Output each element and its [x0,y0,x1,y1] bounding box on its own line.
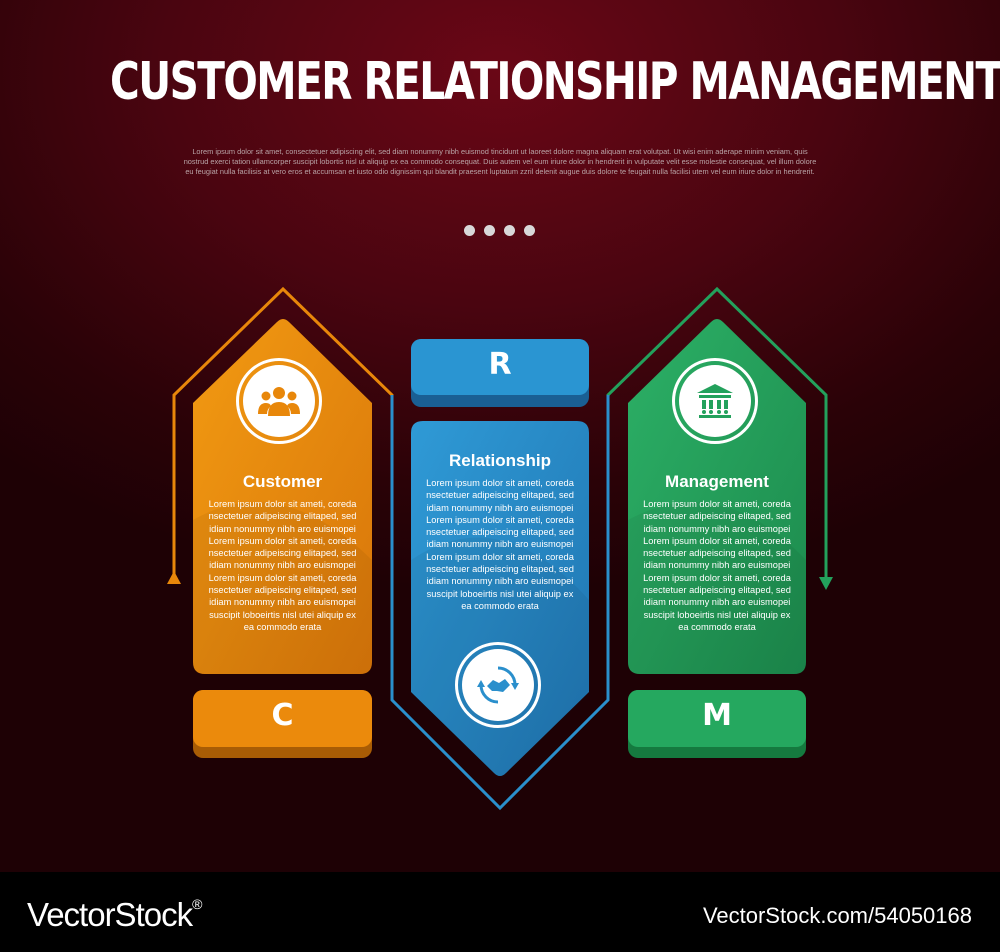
customer-arrow-icon [167,571,181,584]
dot [524,225,535,236]
handshake-cycle-icon [477,666,519,704]
management-letter: M [702,698,732,733]
management-icon-ring [672,358,758,444]
people-group-icon [258,387,300,416]
relationship-letter: R [488,347,512,382]
pagination-dots [464,225,535,236]
page-subtitle: Lorem ipsum dolor sit amet, consectetuer… [183,147,817,177]
management-heading: Management [665,472,769,491]
customer-icon-ring [236,358,322,444]
brand-logo: VectorStock® [27,896,202,933]
page-title: CUSTOMER RELATIONSHIP MANAGEMENT [110,52,1000,112]
image-reference: VectorStock.com/54050168 [702,903,972,928]
customer-letter-tab [193,690,372,747]
customer-body: Lorem ipsum dolor sit ameti, coreda nsec… [208,499,357,632]
cards-graphic [167,286,833,811]
customer-letter: C [271,698,294,733]
relationship-body: Lorem ipsum dolor sit ameti, coreda nsec… [426,478,574,611]
relationship-icon-ring [455,642,541,728]
management-arrow-icon [819,577,833,590]
dot [484,225,495,236]
management-body: Lorem ipsum dolor sit ameti, coreda nsec… [643,499,791,632]
dot [504,225,515,236]
institution-building-icon [697,384,733,418]
relationship-outline [390,395,610,811]
customer-heading: Customer [242,472,323,491]
watermark-footer: VectorStock® VectorStock.com/54050168 [0,872,1000,952]
infographic-canvas: CUSTOMER RELATIONSHIP MANAGEMENT Lorem i… [0,0,1000,872]
relationship-letter-tab [411,339,589,395]
relationship-heading: Relationship [448,451,551,470]
management-letter-tab [628,690,806,747]
dot [464,225,475,236]
